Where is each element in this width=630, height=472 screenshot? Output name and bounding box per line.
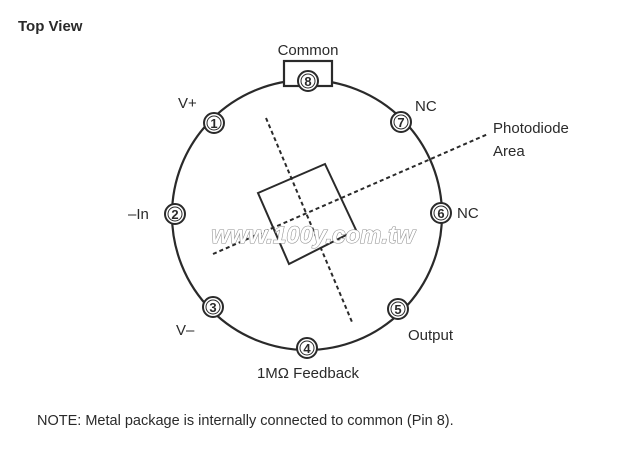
pin-8-number: 8 — [304, 74, 311, 89]
pin-7-number: 7 — [397, 115, 404, 130]
pin-3-label: V– — [176, 322, 195, 339]
photodiode-label-line2: Area — [493, 143, 525, 160]
pin-8-label: Common — [278, 42, 339, 59]
pin-1: 1 — [203, 112, 225, 134]
pin-4: 4 — [296, 337, 318, 359]
pin-5-number: 5 — [394, 302, 401, 317]
package-note: NOTE: Metal package is internally connec… — [37, 413, 454, 429]
pin-1-number: 1 — [210, 116, 217, 131]
pin-1-label: V+ — [178, 95, 197, 112]
pin-6-label: NC — [457, 205, 479, 222]
pin-4-number: 4 — [303, 341, 311, 356]
pin-6-number: 6 — [437, 206, 444, 221]
pin-7: 7 — [390, 111, 412, 133]
photodiode-axis-1 — [265, 117, 353, 323]
pin-8: 8 — [297, 70, 319, 92]
photodiode-die — [256, 162, 358, 266]
pin-3: 3 — [202, 296, 224, 318]
photodiode-label-line1: Photodiode — [493, 120, 569, 137]
pin-7-label: NC — [415, 98, 437, 115]
photodiode-axis-2 — [212, 133, 489, 255]
pin-5: 5 — [387, 298, 409, 320]
pin-4-label: 1MΩ Feedback — [257, 365, 360, 382]
watermark: www.100y.com.tw — [211, 222, 416, 249]
pin-2-number: 2 — [171, 207, 178, 222]
pin-5-label: Output — [408, 327, 454, 344]
pin-2-label: –In — [128, 206, 149, 223]
pin-6: 6 — [430, 202, 452, 224]
pin-2: 2 — [164, 203, 186, 225]
diagram-title: Top View — [18, 18, 83, 35]
pin-3-number: 3 — [209, 300, 216, 315]
